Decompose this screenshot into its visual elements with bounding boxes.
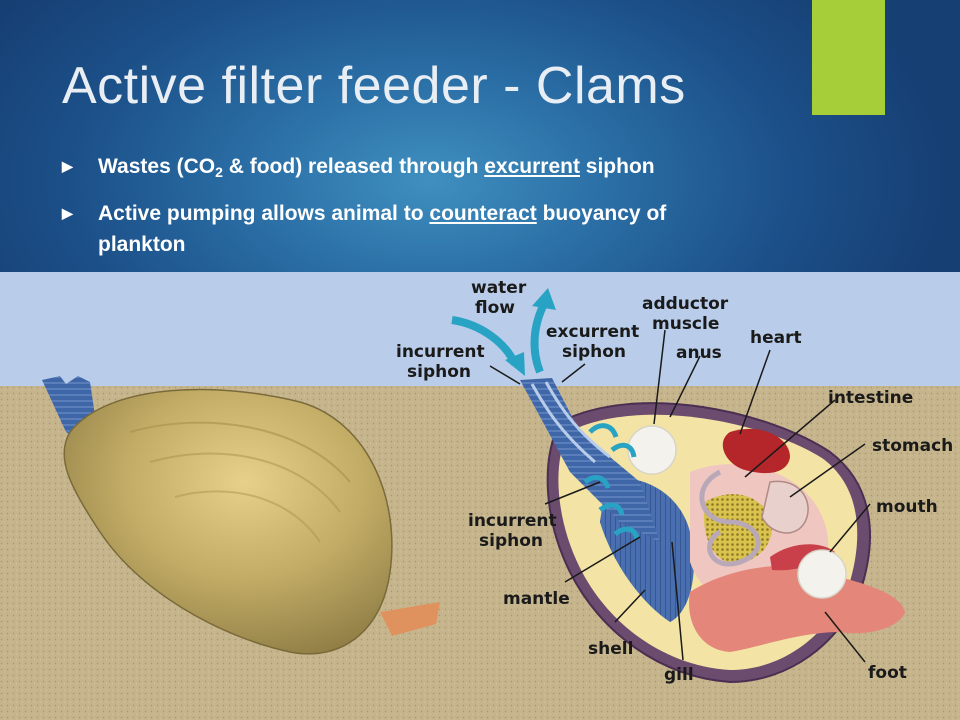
leader-line bbox=[824, 611, 866, 663]
bullet-text: Active pumping allows animal to countera… bbox=[98, 202, 667, 256]
label-mouth: mouth bbox=[876, 497, 938, 517]
leader-line bbox=[564, 536, 641, 583]
underlined-term: counteract bbox=[429, 202, 537, 225]
label-incurrent-siphon-top: siphon bbox=[407, 362, 471, 382]
title-background: Active filter feeder - Clams ▶ Wastes (C… bbox=[0, 0, 960, 272]
internal-flow-arrow bbox=[583, 475, 611, 489]
leader-line bbox=[671, 541, 684, 661]
bullet-text: Wastes (CO2 & food) released through exc… bbox=[98, 155, 655, 180]
leader-line bbox=[669, 355, 701, 418]
gonad-tissue bbox=[703, 494, 772, 564]
adductor-muscle-anterior bbox=[627, 425, 677, 475]
label-foot: foot bbox=[868, 663, 907, 683]
accent-block bbox=[812, 0, 885, 115]
bullet-active-pumping: ▶ Active pumping allows animal to counte… bbox=[62, 198, 922, 260]
heart-shape bbox=[722, 428, 790, 474]
label-excurrent-siphon: siphon bbox=[562, 342, 626, 362]
leader-line bbox=[789, 443, 866, 498]
internal-flow-arrow bbox=[613, 526, 640, 540]
internal-flow-arrow bbox=[598, 502, 625, 516]
left-foot bbox=[380, 602, 440, 636]
leader-line bbox=[739, 349, 771, 435]
label-water-flow: water bbox=[471, 278, 527, 298]
underlined-term: excurrent bbox=[484, 155, 580, 178]
triangle-right-icon: ▶ bbox=[62, 158, 73, 174]
diagram-labels: water flow adductor muscle excurrent sip… bbox=[396, 278, 953, 685]
label-heart: heart bbox=[750, 328, 802, 348]
label-mantle: mantle bbox=[503, 589, 570, 609]
leader-line bbox=[614, 589, 646, 623]
label-water-flow: flow bbox=[475, 298, 515, 318]
leader-lines bbox=[489, 329, 871, 663]
label-incurrent-siphon-bottom: incurrent bbox=[468, 511, 557, 531]
arrowhead bbox=[532, 288, 556, 310]
leader-line bbox=[744, 399, 836, 478]
slide-title: Active filter feeder - Clams bbox=[62, 57, 686, 115]
foot-shape bbox=[689, 565, 905, 652]
leader-line bbox=[653, 329, 666, 425]
shell-growth-ring bbox=[174, 490, 321, 543]
stomach-shape bbox=[761, 480, 809, 534]
triangle-right-icon: ▶ bbox=[62, 205, 73, 221]
arrowhead bbox=[505, 352, 525, 376]
label-anus: anus bbox=[676, 343, 722, 363]
label-incurrent-siphon-top: incurrent bbox=[396, 342, 485, 362]
leader-line bbox=[829, 503, 871, 553]
label-excurrent-siphon: excurrent bbox=[546, 322, 639, 342]
shell-growth-ring bbox=[129, 421, 351, 483]
label-incurrent-siphon-bottom: siphon bbox=[479, 531, 543, 551]
label-adductor-muscle: muscle bbox=[652, 314, 719, 334]
siphon-channel bbox=[530, 383, 596, 464]
shell-growth-ring bbox=[149, 452, 341, 513]
clam-anatomy-diagram: water flow adductor muscle excurrent sip… bbox=[0, 272, 960, 720]
label-intestine: intestine bbox=[828, 388, 913, 408]
label-gill: gill bbox=[664, 665, 694, 685]
clam-shell-exterior bbox=[63, 388, 393, 655]
internal-flow-arrow bbox=[610, 442, 637, 458]
bullet-wastes: ▶ Wastes (CO2 & food) released through e… bbox=[62, 151, 922, 182]
leader-line bbox=[544, 481, 601, 505]
leader-line bbox=[561, 363, 586, 383]
clam-cutaway bbox=[520, 378, 905, 684]
siphon-channel bbox=[544, 381, 611, 459]
adductor-muscle-posterior bbox=[797, 549, 847, 599]
whole-clam bbox=[42, 376, 440, 655]
intestine-coil bbox=[699, 469, 761, 567]
label-stomach: stomach bbox=[872, 436, 953, 456]
internal-flow-arrow bbox=[588, 423, 619, 438]
water-flow-arrows bbox=[451, 288, 640, 540]
label-adductor-muscle: adductor bbox=[642, 294, 729, 314]
excurrent-flow-arrow bbox=[530, 300, 549, 374]
label-shell: shell bbox=[588, 639, 633, 659]
leader-line bbox=[489, 365, 521, 385]
